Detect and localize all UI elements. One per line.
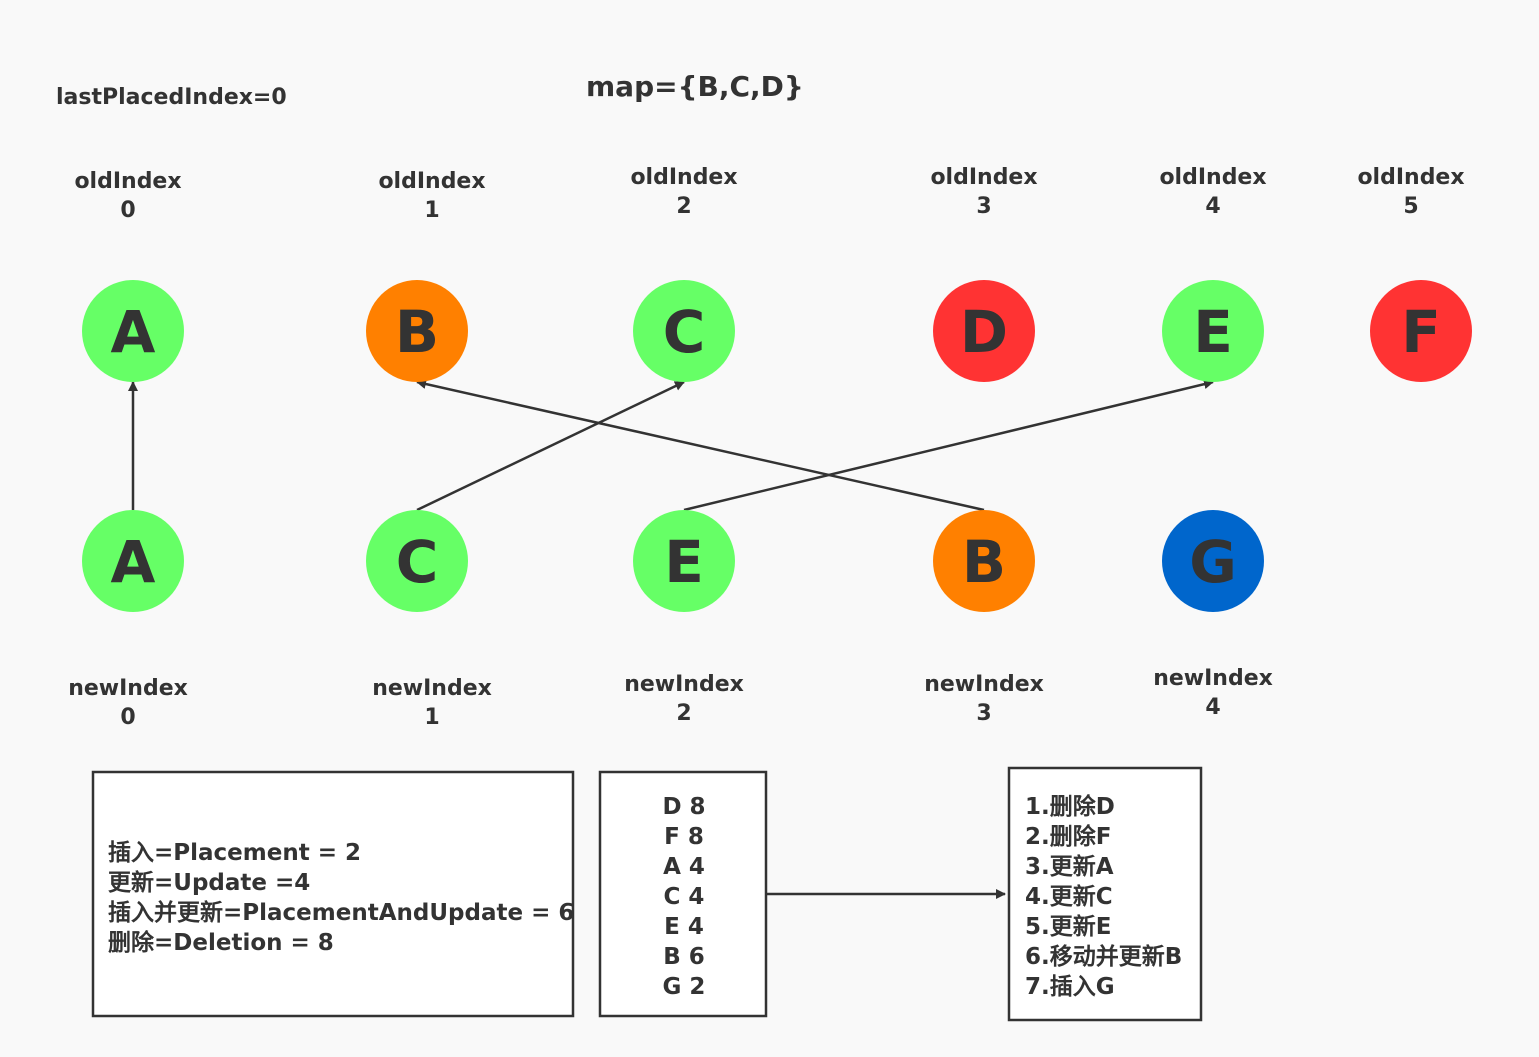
- legend-line: 删除=Deletion = 8: [108, 929, 334, 956]
- new-node-e: E newIndex 2: [624, 510, 744, 726]
- old-index-value: 5: [1403, 194, 1418, 219]
- new-index-label: newIndex: [372, 676, 492, 701]
- legend-line: 插入=Placement = 2: [108, 840, 361, 866]
- flag-line: C 4: [664, 884, 705, 910]
- old-row: oldIndex 0 A oldIndex 1 B oldIndex 2 C o…: [74, 165, 1472, 382]
- new-node-letter: G: [1189, 528, 1237, 596]
- op-line: 3.更新A: [1025, 853, 1114, 880]
- op-line: 1.删除D: [1025, 793, 1115, 820]
- op-line: 5.更新E: [1025, 913, 1111, 940]
- old-node-c: oldIndex 2 C: [630, 165, 738, 382]
- new-node-letter: C: [396, 528, 439, 596]
- new-index-label: newIndex: [924, 672, 1044, 697]
- new-node-b: B newIndex 3: [924, 510, 1044, 726]
- old-index-label: oldIndex: [74, 169, 181, 194]
- op-line: 7.插入G: [1025, 974, 1115, 1000]
- flags-box: D 8 F 8 A 4 C 4 E 4 B 6 G 2: [598, 770, 768, 1018]
- flag-line: A 4: [663, 854, 705, 880]
- legend-box-frame: [91, 770, 575, 1018]
- ops-box-frame: [1007, 766, 1203, 1022]
- old-index-value: 0: [120, 198, 135, 223]
- new-node-letter: A: [111, 528, 156, 596]
- new-node-circle: [82, 510, 184, 612]
- old-node-letter: F: [1401, 298, 1441, 366]
- old-index-value: 4: [1205, 194, 1220, 219]
- legend-line: 插入并更新=PlacementAndUpdate = 6: [108, 899, 574, 926]
- new-index-label: newIndex: [1153, 666, 1273, 691]
- ops-box: 1.删除D 2.删除F 3.更新A 4.更新C 5.更新E 6.移动并更新B 7…: [1007, 766, 1203, 1022]
- last-placed-index-label: lastPlacedIndex=0: [56, 85, 287, 110]
- flag-line: D 8: [662, 794, 705, 820]
- legend-line: 更新=Update =4: [108, 869, 310, 896]
- old-node-letter: C: [663, 298, 706, 366]
- new-index-value: 4: [1205, 695, 1220, 720]
- edge-arrow-3: [416, 379, 985, 512]
- new-index-value: 0: [120, 705, 135, 730]
- old-node-circle: [366, 280, 468, 382]
- edge-arrow-1: [416, 380, 685, 512]
- old-node-circle: [933, 280, 1035, 382]
- old-index-value: 1: [424, 198, 439, 223]
- flags-box-frame: [598, 770, 768, 1018]
- op-line: 2.删除F: [1025, 823, 1111, 850]
- old-node-e: oldIndex 4 E: [1159, 165, 1267, 382]
- old-node-circle: [82, 280, 184, 382]
- map-label: map={B,C,D}: [586, 70, 804, 103]
- old-node-letter: B: [395, 298, 439, 366]
- old-index-label: oldIndex: [1357, 165, 1464, 190]
- new-node-g: G newIndex 4: [1153, 510, 1273, 720]
- old-index-label: oldIndex: [1159, 165, 1266, 190]
- old-index-value: 2: [676, 194, 691, 219]
- flag-line: B 6: [663, 944, 705, 970]
- new-node-c: C newIndex 1: [366, 510, 492, 730]
- edge-arrow-2: [683, 379, 1214, 512]
- new-row: A newIndex 0 C newIndex 1 E newIndex 2 B…: [68, 510, 1273, 730]
- old-node-a: oldIndex 0 A: [74, 169, 184, 382]
- edges-layer: [128, 379, 1214, 512]
- old-node-circle: [1162, 280, 1264, 382]
- new-index-label: newIndex: [68, 676, 188, 701]
- new-node-circle: [1162, 510, 1264, 612]
- new-index-value: 3: [976, 701, 991, 726]
- old-node-letter: D: [960, 298, 1008, 366]
- old-node-circle: [633, 280, 735, 382]
- new-node-letter: B: [962, 528, 1006, 596]
- old-index-label: oldIndex: [630, 165, 737, 190]
- new-index-label: newIndex: [624, 672, 744, 697]
- old-node-f: oldIndex 5 F: [1357, 165, 1472, 382]
- new-node-circle: [933, 510, 1035, 612]
- old-index-label: oldIndex: [378, 169, 485, 194]
- old-index-value: 3: [976, 194, 991, 219]
- new-node-letter: E: [664, 528, 704, 596]
- flag-line: G 2: [663, 974, 706, 1000]
- new-index-value: 2: [676, 701, 691, 726]
- old-node-circle: [1370, 280, 1472, 382]
- op-line: 6.移动并更新B: [1025, 943, 1182, 970]
- old-node-d: oldIndex 3 D: [930, 165, 1038, 382]
- legend-box: 插入=Placement = 2 更新=Update =4 插入并更新=Plac…: [91, 770, 575, 1018]
- old-node-letter: E: [1193, 298, 1233, 366]
- new-index-value: 1: [424, 705, 439, 730]
- old-node-letter: A: [111, 298, 156, 366]
- old-node-b: oldIndex 1 B: [366, 169, 486, 382]
- flag-line: F 8: [664, 824, 704, 850]
- new-node-circle: [366, 510, 468, 612]
- flag-line: E 4: [664, 914, 704, 940]
- new-node-a: A newIndex 0: [68, 510, 188, 730]
- old-index-label: oldIndex: [930, 165, 1037, 190]
- new-node-circle: [633, 510, 735, 612]
- op-line: 4.更新C: [1025, 883, 1113, 910]
